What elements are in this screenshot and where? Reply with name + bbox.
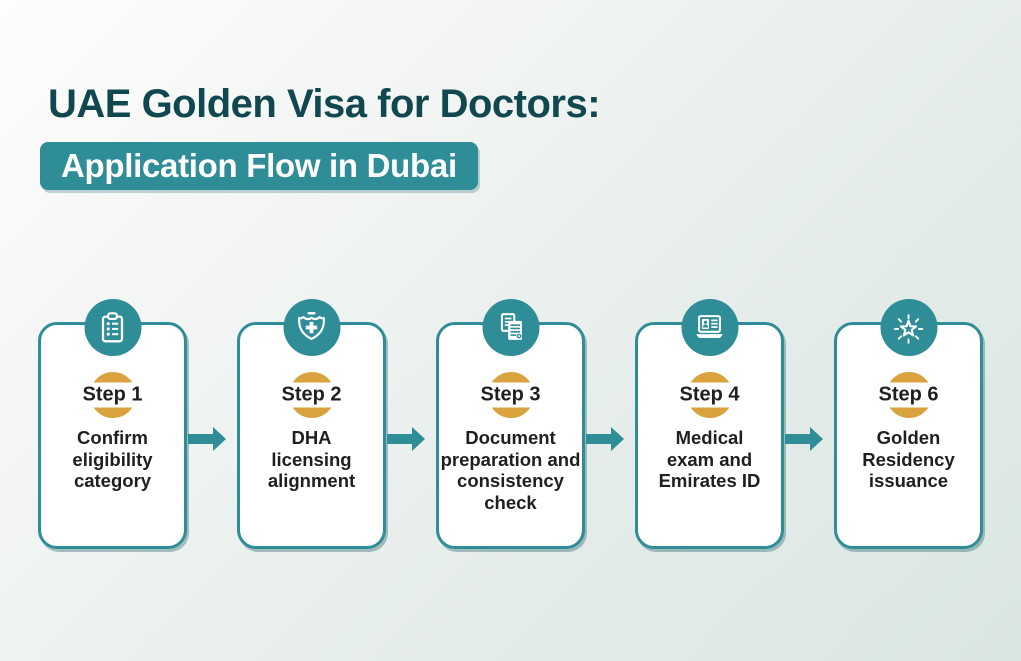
step-description: Medical exam and Emirates ID <box>658 427 761 491</box>
step-card: Step 6 Golden Residency issuance <box>834 299 983 549</box>
step-number-ring: Step 2 <box>278 372 345 418</box>
step-description: Golden Residency issuance <box>862 427 955 491</box>
step-label: Step 2 <box>278 382 345 408</box>
step-description: Document preparation and consistency che… <box>440 427 581 513</box>
step-number-ring: Step 3 <box>477 372 544 418</box>
step-description: DHA licensing alignment <box>267 427 356 491</box>
step-description: Confirm eligibility category <box>72 427 153 491</box>
step-number-ring: Step 6 <box>875 372 942 418</box>
step-icon-circle <box>482 299 539 356</box>
laptop-id-card-icon <box>696 314 723 338</box>
step-card: Step 4 Medical exam and Emirates ID <box>635 299 823 549</box>
step-label: Step 4 <box>676 382 743 408</box>
step-label: Step 6 <box>875 382 942 408</box>
step-icon-circle <box>880 299 937 356</box>
step-icon-circle <box>84 299 141 356</box>
step-icon-circle <box>283 299 340 356</box>
step-number-ring: Step 4 <box>676 372 743 418</box>
flow-arrow-icon <box>785 427 823 451</box>
shining-star-icon <box>893 313 924 344</box>
clipboard-checklist-icon <box>101 311 124 342</box>
step-label: Step 3 <box>477 382 544 408</box>
step-number-ring: Step 1 <box>79 372 146 418</box>
subtitle-banner-label: Application Flow in Dubai <box>61 147 457 184</box>
medical-shield-icon <box>298 311 325 340</box>
step-card: Step 1 Confirm eligibility category <box>38 299 226 549</box>
step-icon-circle <box>681 299 738 356</box>
flow-arrow-icon <box>387 427 425 451</box>
flow-arrow-icon <box>188 427 226 451</box>
step-card: Step 3 Document preparation and consiste… <box>436 299 624 549</box>
flow-arrow-icon <box>586 427 624 451</box>
subtitle-banner: Application Flow in Dubai <box>40 142 478 190</box>
page-title: UAE Golden Visa for Doctors: <box>48 82 601 126</box>
steps-row: Step 1 Confirm eligibility category Step… <box>38 299 983 549</box>
documents-icon <box>500 312 522 340</box>
step-card: Step 2 DHA licensing alignment <box>237 299 425 549</box>
step-label: Step 1 <box>79 382 146 408</box>
